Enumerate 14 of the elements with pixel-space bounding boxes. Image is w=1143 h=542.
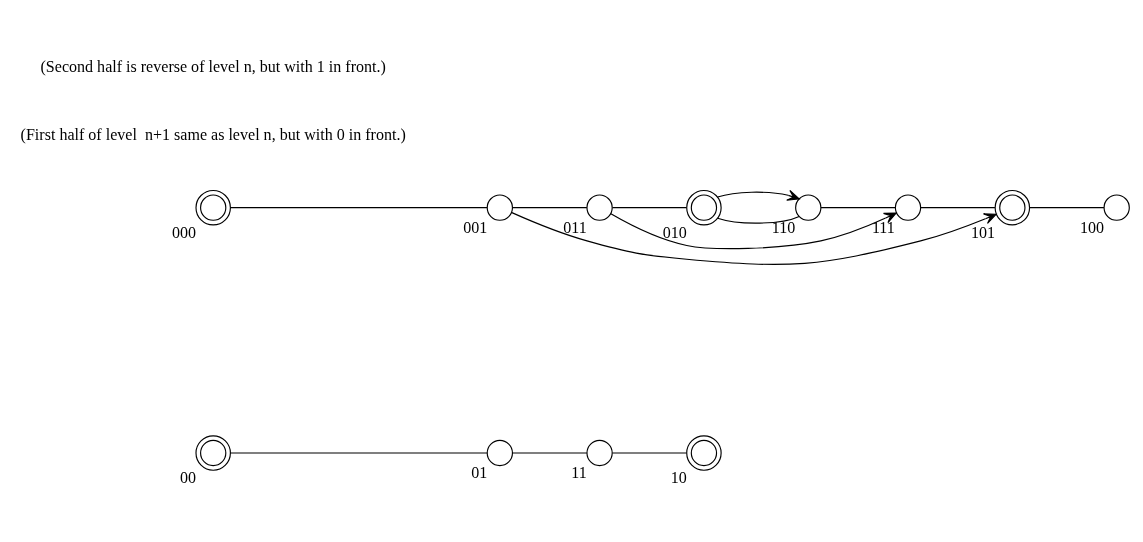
- node-label: 110: [771, 219, 796, 237]
- node-label: 01: [471, 464, 488, 482]
- node-label: 010: [662, 223, 687, 241]
- node-label: 11: [571, 464, 587, 482]
- node-label: 00: [179, 469, 196, 487]
- node-label: 100: [1080, 219, 1105, 237]
- node-label: 000: [171, 223, 196, 241]
- node-label: 10: [670, 469, 687, 487]
- node-label: 111: [871, 219, 895, 237]
- label: (First half of level n+1 same as level n, but with 0 in front.): [20, 125, 406, 143]
- node-label: 001: [463, 219, 488, 237]
- node-label: 101: [971, 223, 996, 241]
- node-label: 011: [563, 219, 587, 237]
- label: (Second half is reverse of level n, but with 1 in front.): [40, 58, 386, 76]
